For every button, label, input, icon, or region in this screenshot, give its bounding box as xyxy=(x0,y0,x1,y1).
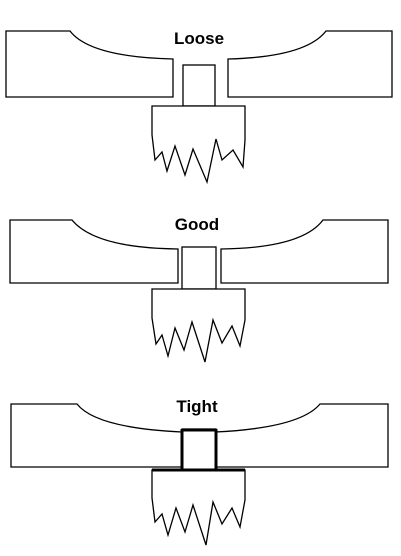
panel-tight: Tight xyxy=(10,397,389,546)
handle-left-good xyxy=(9,219,179,284)
blade-head-loose xyxy=(151,105,246,185)
panel-good: Good xyxy=(9,215,389,363)
handle-left-loose xyxy=(5,30,174,98)
panel-loose: Loose xyxy=(5,29,393,185)
handle-right-loose xyxy=(227,30,393,98)
tenon-loose xyxy=(182,64,216,107)
panel-label-good: Good xyxy=(175,215,219,234)
handle-right-good xyxy=(220,219,389,284)
panel-label-tight: Tight xyxy=(176,397,218,416)
tenon-tight xyxy=(181,428,217,471)
blade-head-good xyxy=(151,288,246,363)
blade-head-tight xyxy=(151,469,246,546)
tenon-good xyxy=(181,246,217,290)
panel-label-loose: Loose xyxy=(174,29,224,48)
